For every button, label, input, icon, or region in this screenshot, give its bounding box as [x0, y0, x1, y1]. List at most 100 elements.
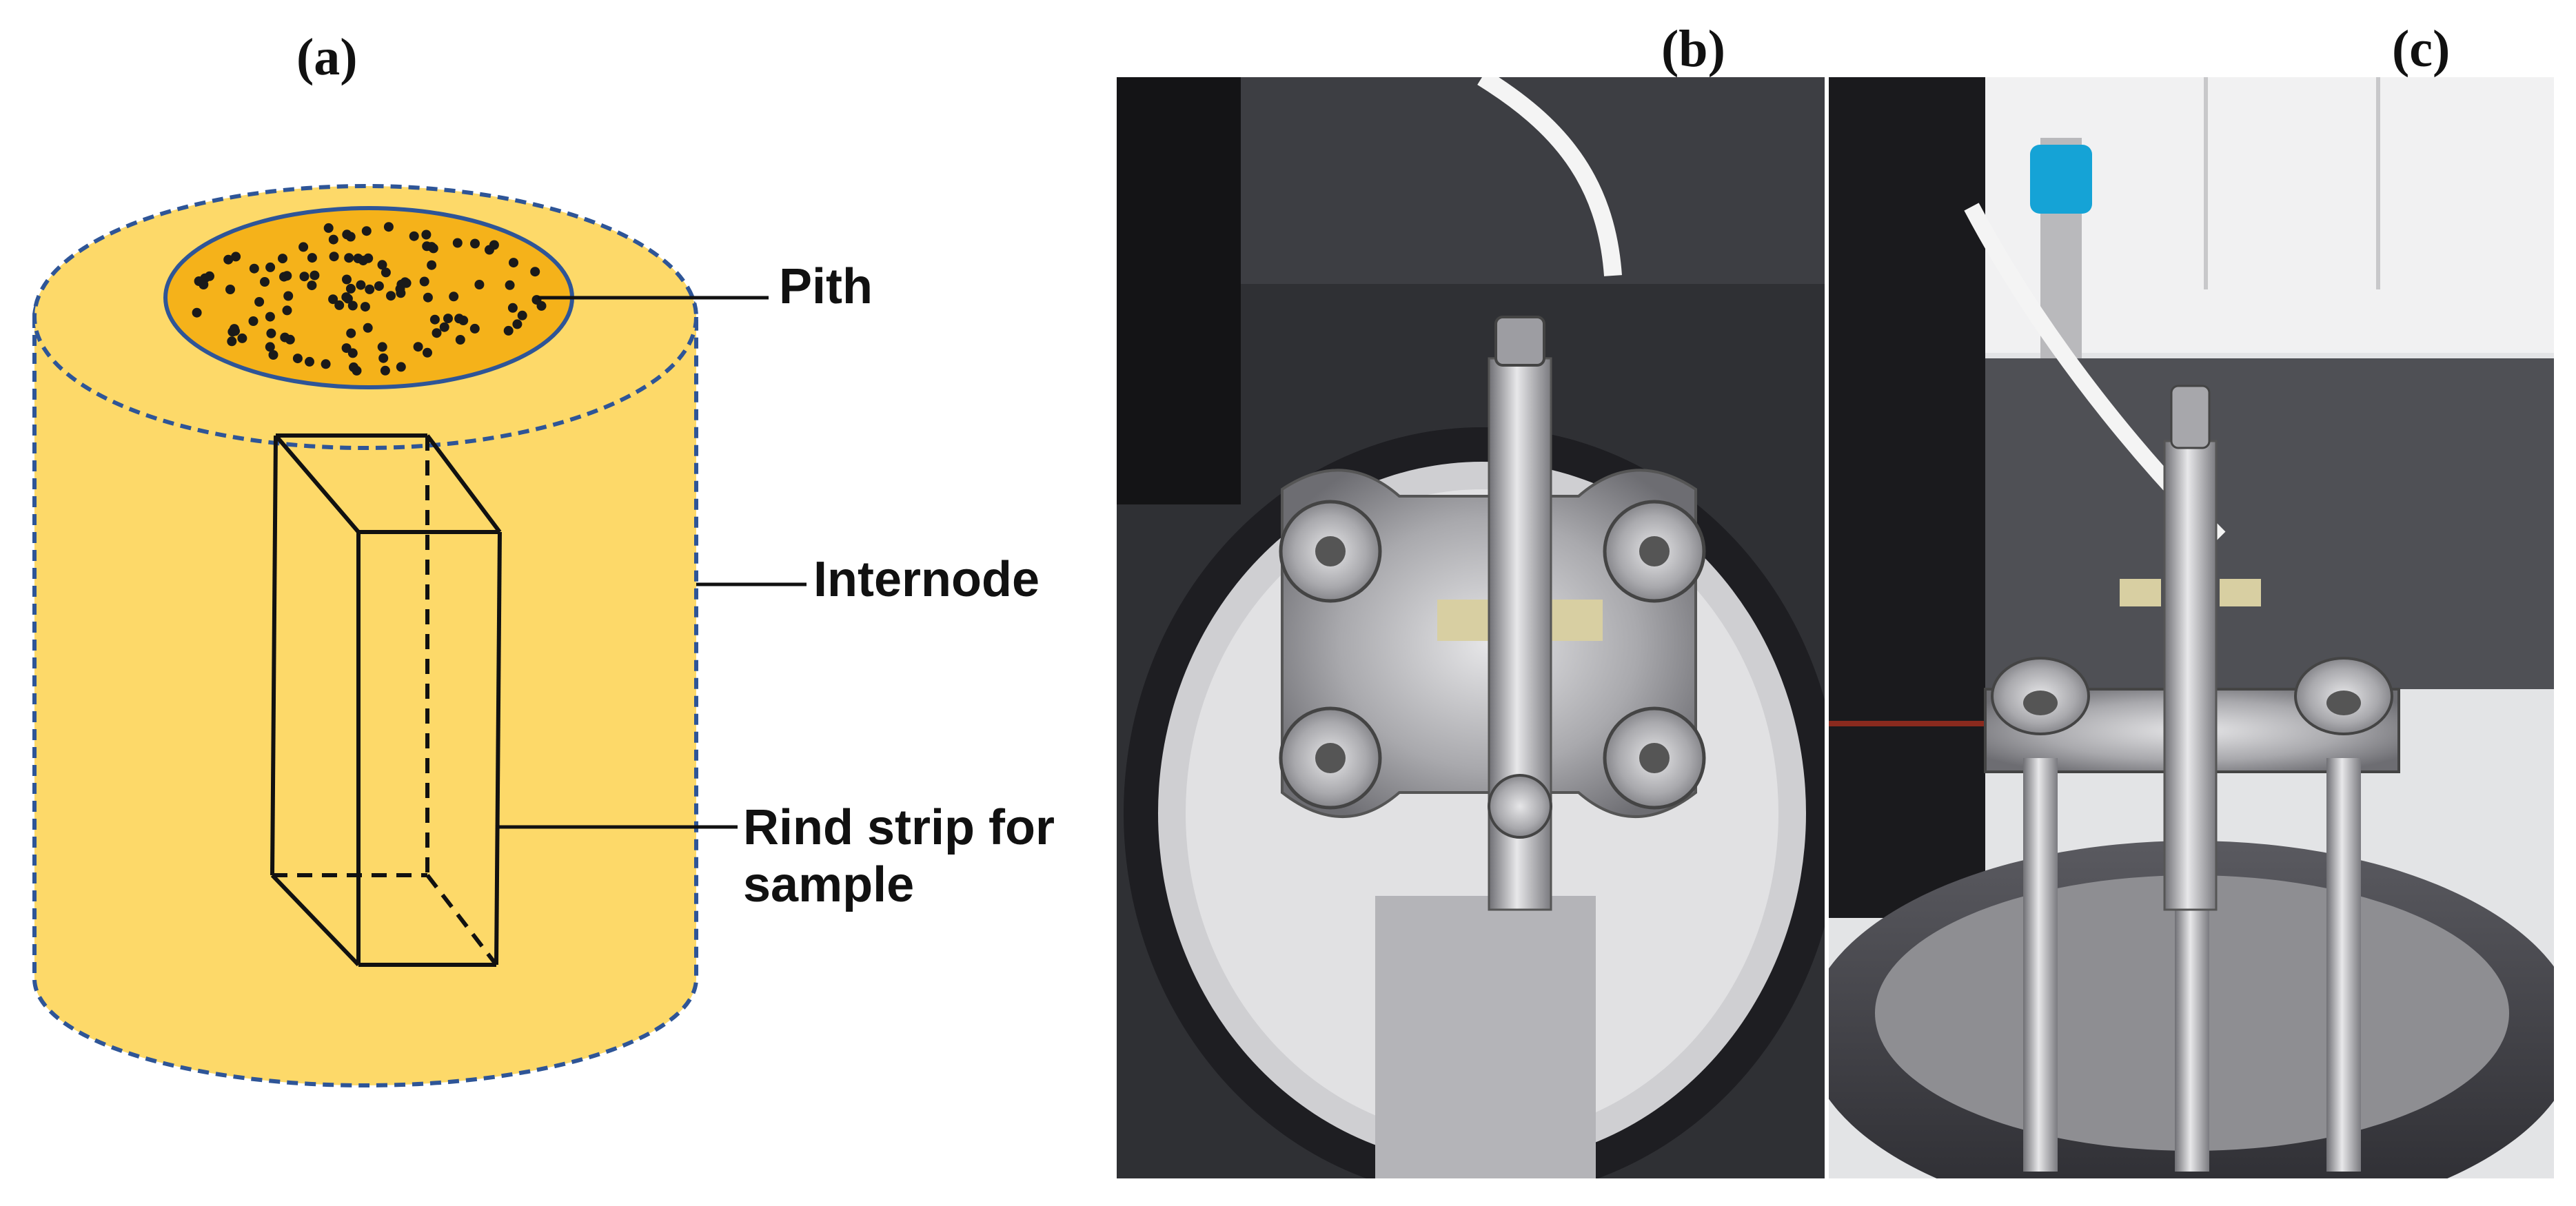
pith-dot	[307, 253, 317, 263]
pith-dot	[517, 310, 527, 320]
pith-dot	[225, 285, 235, 294]
pith-dot	[377, 342, 387, 352]
pith-dot	[469, 323, 480, 334]
panel-label-a: (a)	[296, 28, 358, 86]
pith-dot	[509, 258, 518, 268]
pith-dot	[341, 292, 352, 303]
panel-label-b: (b)	[1661, 20, 1725, 78]
pith-dot	[423, 292, 433, 303]
pith-dot	[282, 271, 292, 281]
pith-dot	[429, 314, 440, 325]
pith-dot	[346, 328, 356, 338]
pith-dot	[342, 229, 352, 240]
pith-dot	[254, 297, 265, 307]
pith-dot	[427, 260, 437, 270]
pith-dot	[299, 272, 310, 282]
pith-dot	[329, 252, 339, 262]
pith-dot	[323, 223, 334, 233]
pith-dot	[260, 277, 270, 287]
pith-dot	[503, 325, 514, 336]
pith-dot	[413, 342, 423, 352]
pith-dot	[381, 267, 391, 278]
internode-label: Internode	[813, 552, 1040, 607]
pith-dot	[352, 365, 362, 376]
pith-dot	[470, 238, 480, 249]
pith-dot	[310, 270, 320, 280]
pith-dot	[421, 229, 432, 240]
photo-c	[1827, 77, 2554, 1178]
pith-dot	[449, 292, 459, 302]
pith-dot	[507, 303, 518, 313]
pith-dot	[223, 254, 234, 265]
pith-dot	[360, 302, 370, 312]
pith-dot	[298, 242, 309, 252]
pith-dot	[432, 328, 442, 338]
pith-dot	[386, 291, 396, 301]
pith-dot	[283, 291, 294, 301]
pith-dot	[423, 347, 432, 358]
pith-dot	[347, 348, 358, 358]
pith-dot	[328, 294, 338, 305]
pith-dots	[192, 222, 547, 376]
pith-dot	[428, 243, 438, 254]
pith-dot	[374, 281, 384, 292]
pith-dot	[454, 314, 465, 324]
pith-dot	[227, 336, 237, 347]
photo-b	[1117, 77, 1827, 1178]
pith-dot	[292, 354, 303, 364]
pith-dot	[307, 280, 317, 291]
pith-dot	[363, 323, 373, 333]
pith-dot	[396, 362, 406, 372]
pith-dot	[282, 305, 292, 316]
pith-dot	[280, 332, 290, 343]
pith-dot	[474, 280, 485, 289]
pith-dot	[334, 300, 345, 310]
pith-dot	[249, 263, 259, 274]
pith-dot	[192, 307, 202, 318]
pith-dot	[383, 222, 394, 232]
pith-dot	[409, 231, 419, 241]
pith-dot	[342, 274, 352, 285]
rind-strip-label: Rind strip for sample	[743, 800, 1055, 912]
pith-dot	[278, 254, 287, 264]
pith-dot	[265, 342, 275, 352]
pith-dot	[265, 262, 276, 272]
pith-dot	[530, 267, 540, 277]
pith-dot	[439, 322, 449, 332]
pith-dot	[358, 256, 368, 266]
pith-dot	[321, 359, 331, 369]
pith-dot	[505, 280, 515, 290]
pith-dot	[455, 335, 465, 345]
pith-dot	[396, 288, 406, 298]
pith-dot	[268, 350, 278, 360]
pith-dot	[361, 226, 372, 236]
pith-dot	[347, 300, 358, 311]
pith-dot	[443, 314, 453, 324]
pith-dot	[231, 252, 241, 262]
rind-strip-box	[270, 433, 502, 967]
pith-dot	[345, 283, 356, 294]
pith-dot	[512, 319, 523, 329]
panel-label-c: (c)	[2392, 20, 2451, 78]
pith-dot	[265, 311, 275, 322]
pith-dot	[485, 245, 494, 255]
pith-dot	[237, 333, 247, 343]
pith-dot	[328, 234, 338, 245]
pith-dot	[452, 238, 463, 248]
pith-dot	[400, 277, 410, 287]
pith-label: Pith	[779, 259, 873, 314]
pith-dot	[344, 253, 354, 263]
pith-dot	[378, 353, 389, 363]
pith-dot	[356, 280, 366, 290]
pith-dot	[419, 276, 429, 287]
pith-dot	[194, 276, 204, 286]
pith-dot	[229, 324, 239, 334]
pith-dot	[377, 260, 387, 270]
internode-diagram	[32, 184, 807, 1087]
pith-dot	[365, 284, 375, 294]
pith-dot	[305, 356, 314, 367]
pith-dot	[266, 328, 276, 338]
pith-dot	[248, 316, 258, 326]
pith-dot	[380, 365, 390, 376]
